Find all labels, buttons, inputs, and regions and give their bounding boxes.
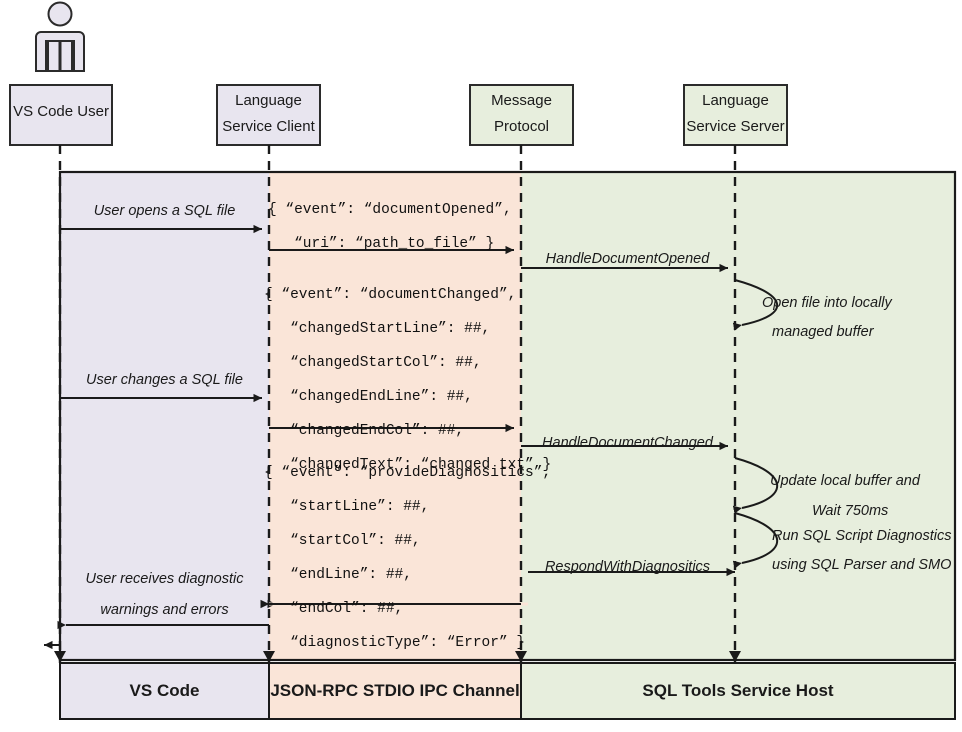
- payload-document-changed-line-4: “changedEndLine”: ##,: [264, 389, 473, 405]
- payload-provide-diagnositics-line-3: “startCol”: ##,: [264, 533, 421, 549]
- band-label-vs-code: VS Code: [129, 681, 200, 700]
- payload-document-changed-line-3: “changedStartCol”: ##,: [264, 355, 482, 371]
- note-open-file-line1: Open file into locally: [762, 295, 892, 311]
- band-label-ipc: JSON-RPC STDIO IPC Channel: [270, 681, 520, 700]
- participant-message-protocol-line1: Message: [491, 92, 552, 109]
- lifelines: [58, 145, 737, 663]
- stick-figure-actor: [35, 1, 85, 72]
- payload-provide-diagnositics-line-6: “diagnosticType”: “Error” }: [264, 635, 526, 651]
- note-run-diagnostics-line2: using SQL Parser and SMO: [772, 557, 952, 573]
- participant-language-service-server-line2: Service Server: [686, 118, 785, 135]
- message-user-receives-diagnostics-line2: warnings and errors: [100, 602, 229, 618]
- participant-language-service-client-line2: Service Client: [222, 118, 315, 135]
- payload-document-opened-line-2: “uri”: “path_to_file” }: [268, 236, 495, 252]
- band-label-sql-tools: SQL Tools Service Host: [642, 681, 834, 700]
- payload-provide-diagnositics-line-5: “endCol”: ##,: [264, 601, 404, 617]
- termination-arrowheads: [54, 651, 741, 662]
- message-handle-document-changed: HandleDocumentChanged: [542, 435, 713, 451]
- payload-provide-diagnositics-line-1: { “event”: “provideDiagnositics”,: [264, 465, 552, 481]
- payload-document-changed-line-2: “changedStartLine”: ##,: [264, 321, 491, 337]
- payload-provide-diagnositics-line-2: “startLine”: ##,: [264, 499, 430, 515]
- message-handle-document-opened: HandleDocumentOpened: [545, 251, 710, 267]
- participant-boxes: [9, 84, 788, 146]
- payload-document-changed-line-1: { “event”: “documentChanged”,: [264, 287, 517, 303]
- participant-language-service-server-line1: Language: [702, 92, 769, 109]
- participant-language-service-client-line1: Language: [235, 92, 302, 109]
- message-respond-with-diagnositics: RespondWithDiagnositics: [544, 559, 711, 575]
- note-open-file-line2: managed buffer: [772, 324, 874, 340]
- bottom-bands: [59, 662, 956, 720]
- payload-document-opened-line-1: { “event”: “documentOpened”,: [268, 202, 512, 218]
- payload-document-changed-line-6: “changedText”: “changed txt” }: [264, 457, 552, 473]
- message-user-opens-sql-file: User opens a SQL file: [93, 203, 236, 219]
- message-user-receives-diagnostics-line1: User receives diagnostic: [85, 571, 244, 587]
- participant-message-protocol-line2: Protocol: [493, 118, 550, 135]
- payload-document-changed-line-5: “changedEndCol”: ##,: [264, 423, 465, 439]
- payload-provide-diagnositics-line-4: “endLine”: ##,: [264, 567, 412, 583]
- lifeline-bands: [58, 170, 957, 662]
- note-update-buffer-line1: Update local buffer and: [770, 473, 920, 489]
- note-update-buffer-line2: Wait 750ms: [812, 503, 889, 519]
- self-loop-arcs: [732, 279, 779, 569]
- note-run-diagnostics-line1: Run SQL Script Diagnostics: [772, 528, 952, 544]
- participant-vs-code-user-line1: VS Code User: [13, 103, 109, 120]
- message-user-changes-sql-file: User changes a SQL file: [86, 372, 243, 388]
